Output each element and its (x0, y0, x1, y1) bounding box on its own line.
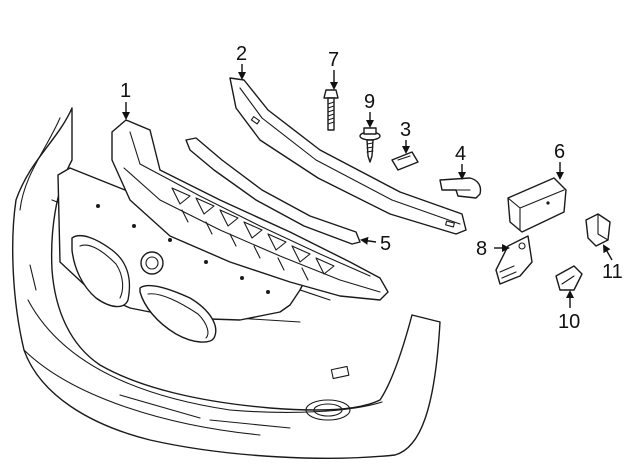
grille-mounting-panel (57, 167, 311, 343)
part-1-energy-absorber (111, 119, 389, 301)
part-5-trim-strip (185, 137, 361, 245)
callout-7: 7 (328, 49, 339, 71)
callout-6: 6 (554, 141, 565, 163)
part-6-support-bracket (507, 177, 567, 233)
callout-9: 9 (364, 91, 375, 113)
callout-leaders (122, 64, 613, 308)
part-2-reinforcement-bar (229, 77, 467, 235)
callout-11: 11 (602, 261, 623, 283)
leader-5 (360, 236, 377, 245)
part-10-cover-cap (555, 265, 583, 291)
part-7-bolt (323, 89, 339, 131)
callout-10: 10 (558, 311, 580, 333)
callout-8: 8 (476, 238, 487, 260)
callout-numbers: 1 2 3 4 5 6 7 8 9 10 11 (120, 43, 623, 333)
callout-5: 5 (380, 233, 391, 255)
part-4-bracket (439, 177, 482, 199)
part-9-screw (359, 127, 381, 163)
part-3-clip-nut (391, 151, 419, 171)
callout-4: 4 (455, 143, 466, 165)
part-11-small-clip (585, 213, 611, 247)
callout-1: 1 (120, 80, 131, 102)
callout-2: 2 (236, 43, 247, 65)
leader-11 (603, 244, 613, 261)
callout-3: 3 (400, 119, 411, 141)
part-8-side-bracket (495, 235, 533, 285)
